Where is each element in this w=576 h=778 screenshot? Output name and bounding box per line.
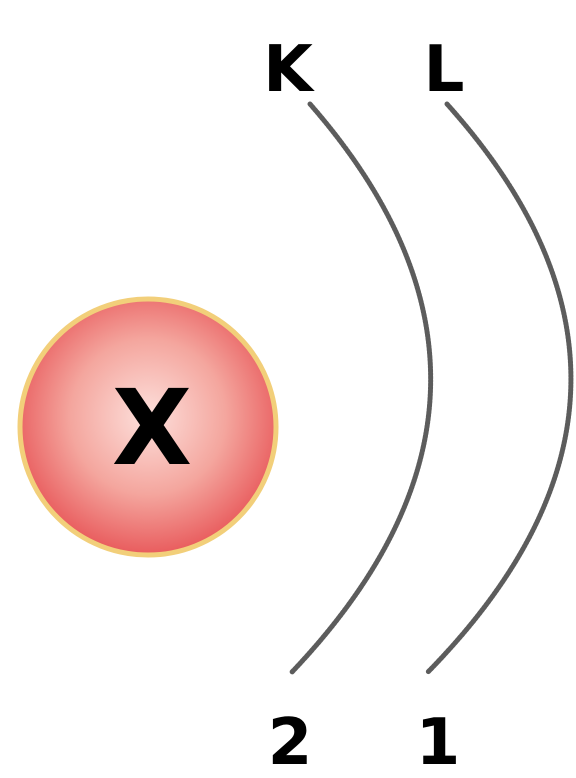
shell-k-electron-count: 2 [268, 706, 313, 778]
shell-l-arc [428, 104, 571, 672]
shell-k-arc [292, 104, 431, 672]
nucleus-symbol: X [112, 367, 192, 489]
nucleus: X [20, 299, 276, 555]
shell-l: L 1 [416, 33, 571, 778]
shell-k-label: K [263, 33, 315, 107]
shell-l-electron-count: 1 [416, 706, 461, 778]
shell-l-label: L [424, 33, 465, 107]
shell-k: K 2 [263, 33, 430, 778]
